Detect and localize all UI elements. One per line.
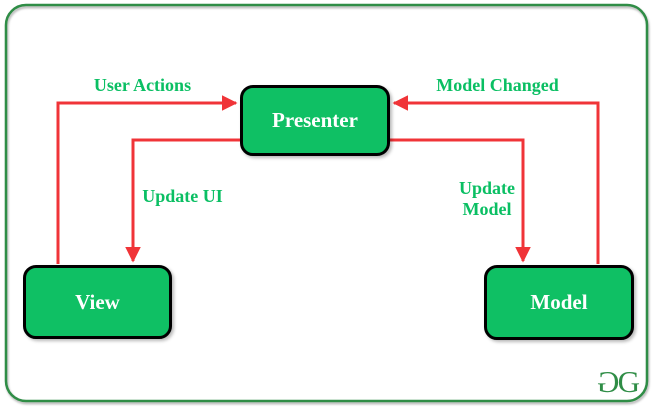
model-node: Model [484,265,634,340]
geeksforgeeks-logo: GG [598,364,640,399]
update-model-edge-label: Update Model [458,178,515,219]
view-node-label: View [75,289,120,314]
model-node-label: Model [530,290,588,314]
edge-update-model-arrow [390,138,531,263]
model-changed-edge-label: Model Changed [436,75,559,95]
presenter-node-label: Presenter [272,108,358,132]
view-node: View [23,265,172,339]
user-actions-edge-label: User Actions [93,75,192,95]
edge-user-actions-arrow [56,95,238,264]
logo-left-g-glyph: G [598,364,620,399]
edge-update-ui-arrow [125,138,240,263]
edge-model-changed-arrow [392,95,600,264]
update-ui-edge-label: Update UI [142,186,223,206]
presenter-node: Presenter [240,85,390,156]
frame-border [4,3,649,403]
logo-right-g-glyph: G [617,364,640,399]
